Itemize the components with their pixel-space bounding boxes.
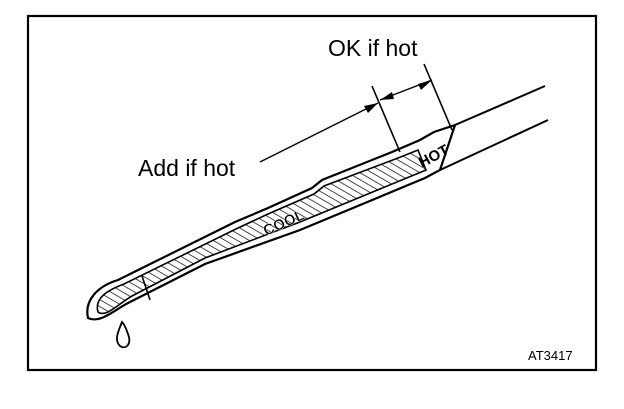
add-leader [259,102,379,163]
oil-film [96,148,428,315]
add-if-hot-label: Add if hot [138,155,236,181]
ok-if-hot-label: OK if hot [328,35,418,61]
figure-code: AT3417 [528,348,573,363]
figure-frame [26,14,598,372]
dipstick-shaft [439,85,549,171]
oil-drip [116,320,131,349]
tip-divider [141,275,151,301]
ok-range-marker [371,63,453,153]
